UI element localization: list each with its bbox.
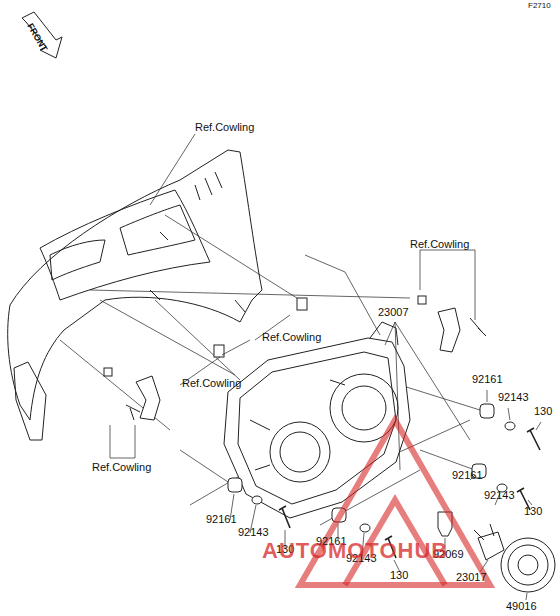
reference-label: Ref.Cowling — [262, 332, 321, 343]
reference-label: Ref.Cowling — [92, 462, 151, 473]
grommet — [228, 478, 242, 492]
callout-number: 130 — [534, 406, 552, 417]
callout-number: 92143 — [498, 392, 529, 403]
lens-high-inner — [342, 386, 386, 430]
grommet — [480, 404, 494, 418]
headlight-housing — [224, 338, 410, 518]
washer — [252, 496, 262, 504]
bracket-screw — [126, 405, 140, 420]
clip-nut — [297, 298, 307, 310]
callout-number: 49016 — [506, 601, 537, 612]
drawing-code: F2710 — [528, 2, 551, 10]
cowling-inner — [40, 190, 210, 300]
assembly-lines — [60, 215, 480, 525]
ref-leaders — [150, 134, 290, 385]
callout-number: 23007 — [378, 307, 409, 318]
clip-nut — [214, 345, 224, 357]
cowling-outline — [8, 150, 262, 420]
cowling-tabs — [150, 232, 245, 312]
callout-number: 92143 — [484, 490, 515, 501]
parts-drawing — [8, 12, 555, 600]
lens-low — [270, 422, 330, 482]
watermark: AUTOMOTOHUB — [262, 540, 448, 562]
callout-number: 130 — [390, 570, 408, 581]
bracket-right — [438, 308, 460, 352]
callout-number: 130 — [524, 506, 542, 517]
front-arrow — [22, 12, 62, 58]
washer — [360, 524, 370, 532]
spacer — [418, 296, 426, 304]
washer — [505, 422, 515, 430]
bracket-screw — [470, 318, 486, 336]
dust-cover — [501, 538, 555, 592]
spacer — [104, 368, 112, 376]
reference-label: Ref.Cowling — [195, 122, 254, 133]
dust-cover-ring — [508, 545, 548, 585]
callout-number: 23017 — [456, 572, 487, 583]
reference-label: Ref.Cowling — [410, 239, 469, 250]
bracket-left — [136, 376, 160, 420]
lens-low-inner — [280, 432, 320, 472]
cowling-lower-piece — [14, 362, 46, 440]
housing-details — [250, 380, 345, 470]
socket-pins — [474, 524, 494, 540]
callout-number: 92143 — [238, 527, 269, 538]
callout-number: 92161 — [452, 470, 483, 481]
leader-lines — [230, 322, 541, 600]
callout-number: 92161 — [206, 514, 237, 525]
cowling-slots — [195, 172, 222, 200]
callout-number: 92161 — [472, 374, 503, 385]
socket — [478, 532, 504, 560]
dust-cover-center — [518, 555, 538, 575]
intake-right — [120, 205, 195, 255]
intake-left — [50, 240, 105, 280]
reference-label: Ref.Cowling — [182, 378, 241, 389]
